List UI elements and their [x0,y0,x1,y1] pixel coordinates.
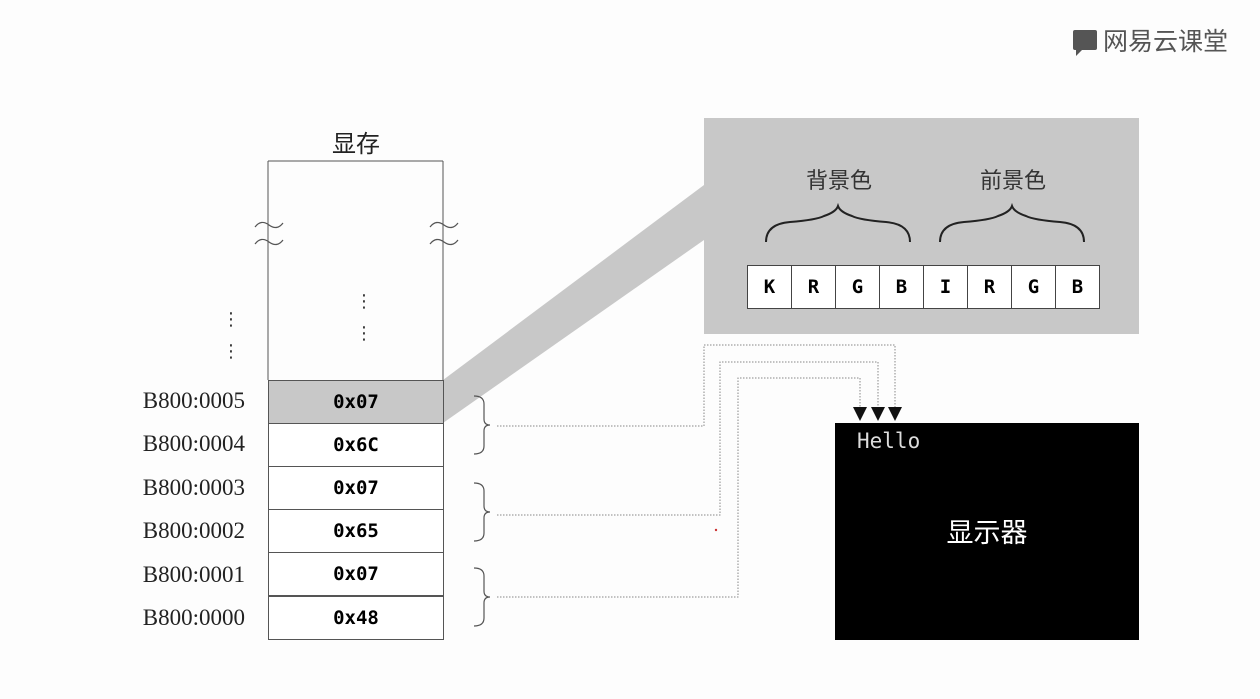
monitor: Hello 显示器 [835,423,1139,640]
bit-cell: B [879,265,924,309]
address-label: B800:0004 [142,431,245,456]
memory-cell: 0x48 [268,596,444,640]
address-label: B800:0003 [142,475,245,500]
monitor-label: 显示器 [946,518,1028,549]
bit-cell: G [1011,265,1056,309]
screen-text: Hello [857,429,921,453]
pair-brace-2 [473,482,491,542]
connector-line-1 [497,344,896,427]
connector-arrow-3 [888,407,902,421]
ellipsis-addr: ⋮⋮ [222,309,240,362]
foreground-color-label: 前景色 [979,169,1046,194]
bit-cell: I [923,265,968,309]
break-mark-right [429,221,459,246]
connector-line-3 [497,377,861,598]
pair-brace-1 [473,395,491,455]
stray-dot [714,528,718,532]
zoom-wedge [443,185,704,423]
background-brace-overlay [765,202,911,243]
bit-cell: B [1055,265,1100,309]
bit-cell: K [747,265,792,309]
bit-cell: G [835,265,880,309]
vram-title: 显存 [332,130,380,158]
memory-cell: 0x6C [268,423,444,467]
address-label: B800:0005 [142,388,245,413]
attribute-bits: K R G B I R G B [747,265,1100,309]
bit-cell: R [967,265,1012,309]
address-label: B800:0001 [142,562,245,587]
ellipsis-vram: ⋮⋮ [355,291,373,344]
book-icon [1072,30,1097,56]
address-label: B800:0002 [142,518,245,543]
background-color-label: 背景色 [805,169,872,194]
connector-line-2 [497,361,879,516]
connector-arrow-1 [853,407,867,421]
brand-logo: 网易云课堂 [1072,22,1228,58]
memory-cell: 0x65 [268,509,444,553]
foreground-brace-overlay [939,202,1085,243]
bit-cell: R [791,265,836,309]
connector-arrow-2 [871,407,885,421]
pair-brace-3 [473,567,491,627]
address-label: B800:0000 [142,605,245,630]
break-mark-left [254,221,284,246]
memory-cell: 0x07 [268,552,444,596]
brand-logo-text: 网易云课堂 [1102,27,1228,56]
